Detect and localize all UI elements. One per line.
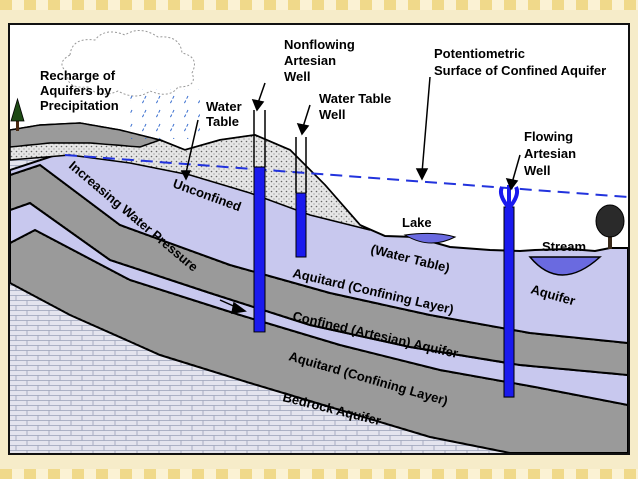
- label-recharge-1: Recharge of: [40, 68, 116, 83]
- label-wt-well-1: Water Table: [319, 91, 391, 106]
- label-recharge-3: Precipitation: [40, 98, 119, 113]
- aquifer-diagram-frame: Recharge of Aquifers by Precipitation Wa…: [8, 23, 630, 455]
- label-nonflowing-3: Well: [284, 69, 311, 84]
- label-lake: Lake: [402, 215, 432, 230]
- top-decorative-stripe: [0, 0, 638, 10]
- label-potentiometric-2: Surface of Confined Aquifer: [434, 63, 606, 78]
- label-recharge-2: Aquifers by: [40, 83, 112, 98]
- nonflowing-artesian-well: [253, 166, 266, 333]
- cloud-icon: [61, 30, 195, 97]
- flowing-water-fountain: [498, 185, 520, 210]
- stream: [528, 256, 602, 276]
- bottom-decorative-stripe: [0, 469, 638, 479]
- label-flowing-1: Flowing: [524, 129, 573, 144]
- tree-icon-right: [595, 204, 625, 249]
- label-nonflowing-2: Artesian: [284, 53, 336, 68]
- label-potentiometric-1: Potentiometric: [434, 46, 525, 61]
- label-wt-well-2: Well: [319, 107, 346, 122]
- flowing-artesian-well: [503, 206, 515, 398]
- aquifer-diagram: Recharge of Aquifers by Precipitation Wa…: [10, 25, 628, 453]
- lake: [403, 232, 457, 244]
- label-water-table-1: Water: [206, 99, 242, 114]
- rain-icon: [130, 89, 200, 139]
- label-stream: Stream: [542, 239, 586, 254]
- label-nonflowing-1: Nonflowing: [284, 37, 355, 52]
- label-arrows: [180, 76, 521, 314]
- label-flowing-2: Artesian: [524, 146, 576, 161]
- tree-icon-left: [10, 97, 25, 131]
- water-table-well: [295, 192, 307, 258]
- label-water-table-2: Table: [206, 114, 239, 129]
- label-flowing-3: Well: [524, 163, 551, 178]
- surface-soil-layer: [10, 122, 163, 148]
